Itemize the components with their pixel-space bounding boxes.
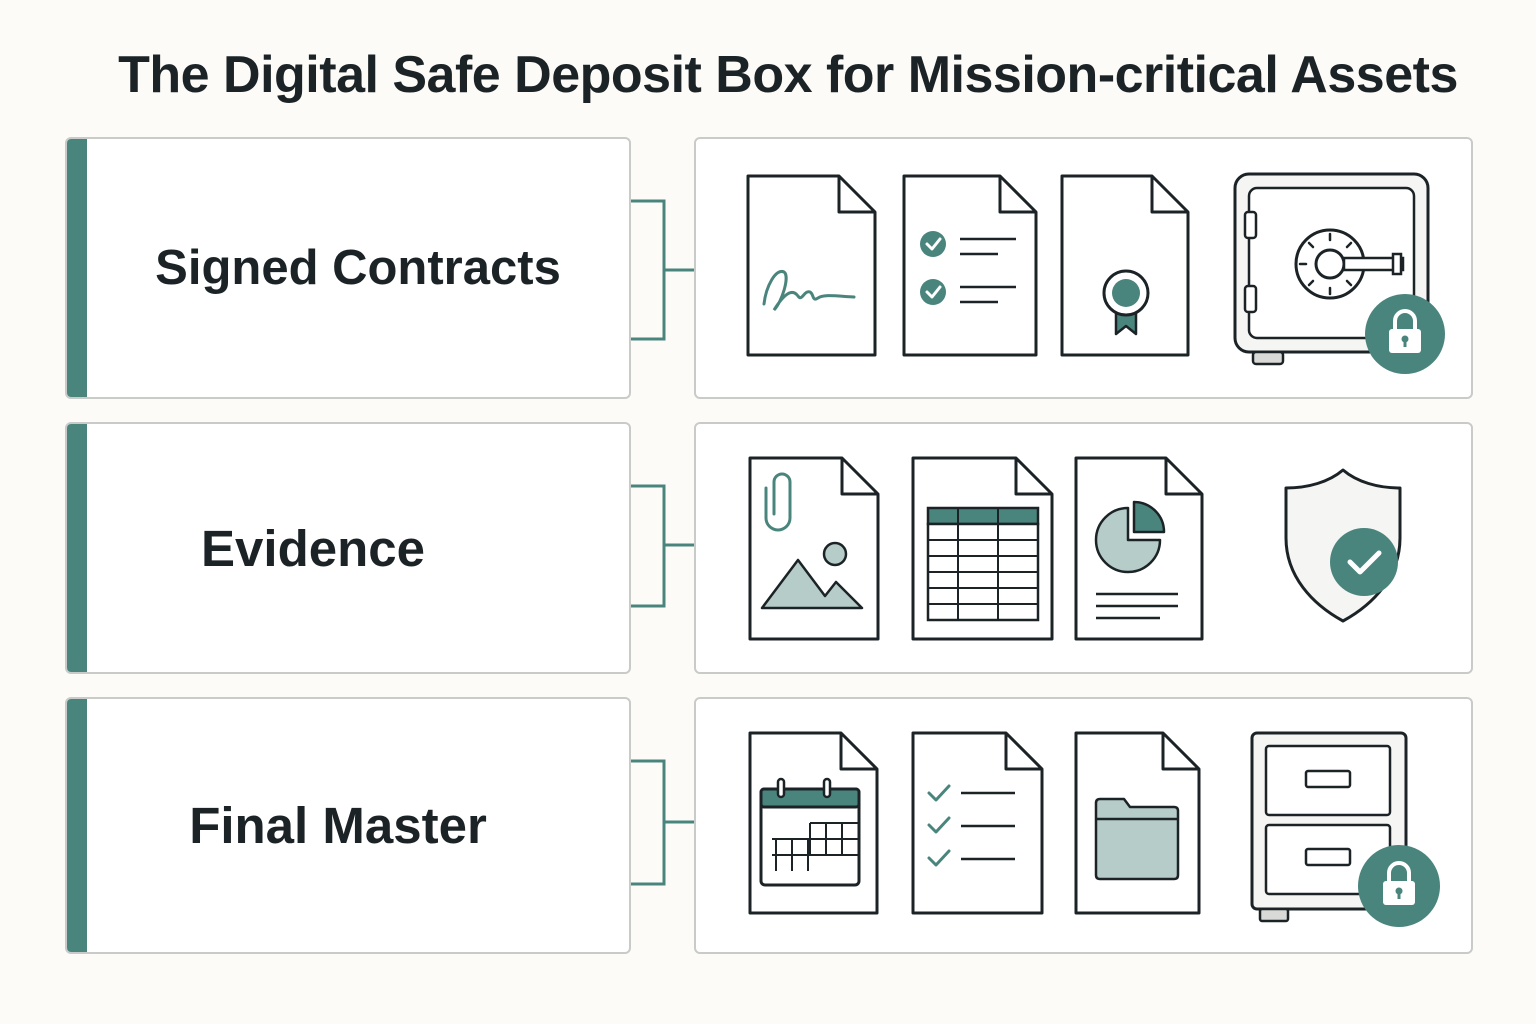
category-accent-bar (67, 139, 87, 397)
category-row-final-master: Final Master (0, 697, 1536, 954)
calendar-document-icon (748, 731, 879, 915)
certificate-document-icon (1060, 174, 1190, 357)
signed-document-icon (746, 174, 877, 357)
asset-icons-panel (694, 422, 1473, 674)
asset-icons-panel (694, 137, 1473, 399)
asset-icons-panel (694, 697, 1473, 954)
category-label: Final Master (189, 797, 487, 854)
connector-bracket (631, 484, 702, 608)
category-row-evidence: Evidence (0, 422, 1536, 674)
checklist-document-icon (902, 174, 1038, 357)
category-accent-bar (67, 699, 87, 952)
locked-safe-icon (1233, 172, 1445, 374)
attached-image-document-icon (748, 456, 880, 641)
category-accent-bar (67, 424, 87, 672)
connector-bracket (631, 199, 702, 341)
category-card-signed-contracts: Signed Contracts (65, 137, 631, 399)
category-card-evidence: Evidence (65, 422, 631, 674)
shield-check-icon (1284, 468, 1402, 623)
locked-filing-cabinet-icon (1250, 731, 1440, 927)
pie-chart-report-icon (1074, 456, 1204, 641)
task-list-document-icon (911, 731, 1044, 915)
folder-document-icon (1074, 731, 1201, 915)
category-label: Signed Contracts (155, 241, 561, 295)
spreadsheet-document-icon (911, 456, 1054, 641)
category-card-final-master: Final Master (65, 697, 631, 954)
page-title: The Digital Safe Deposit Box for Mission… (118, 46, 1458, 104)
category-row-signed-contracts: Signed Contracts (0, 137, 1536, 399)
connector-bracket (631, 759, 702, 886)
category-label: Evidence (201, 519, 425, 577)
